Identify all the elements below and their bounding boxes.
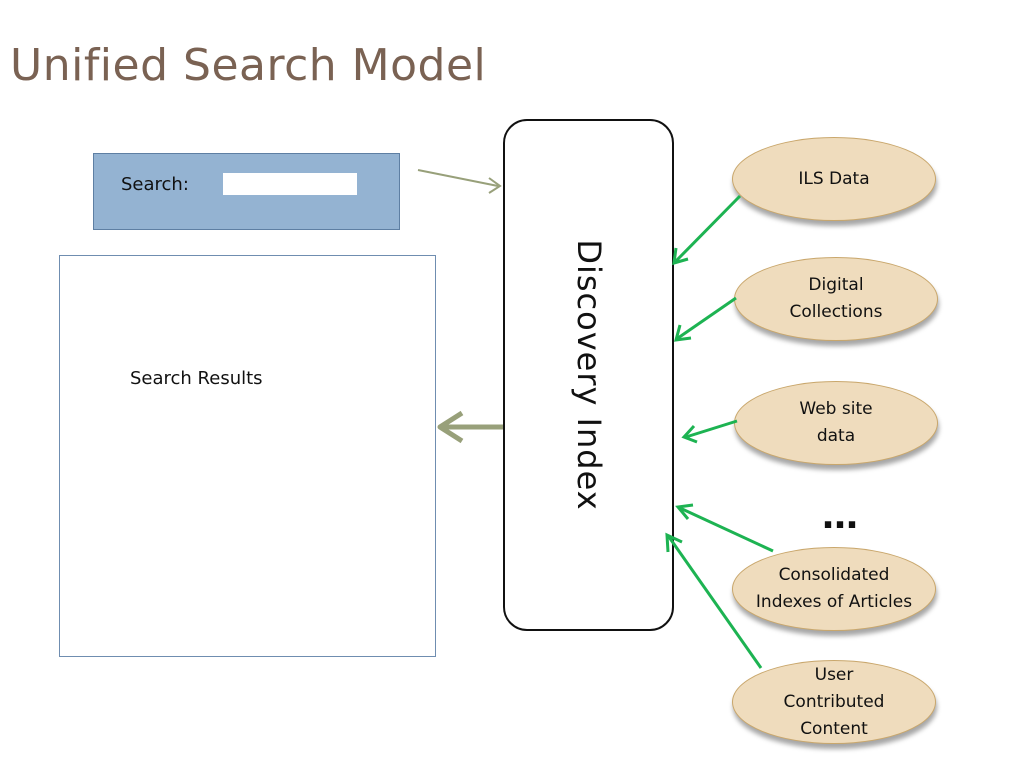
- ils-to-index-arrow: [672, 194, 742, 266]
- web-to-index-arrow: [681, 419, 738, 444]
- discovery-index-box: Discovery Index: [503, 119, 674, 631]
- source-web-site-data: Web site data: [734, 381, 938, 465]
- digital-to-index-arrow: [673, 296, 737, 342]
- source-label: User Contributed Content: [783, 664, 885, 739]
- search-label: Search:: [121, 174, 189, 195]
- search-input[interactable]: [223, 173, 357, 195]
- user-content-to-index-arrow: [665, 532, 763, 669]
- source-consolidated-indexes: Consolidated Indexes of Articles: [732, 547, 936, 631]
- search-results-label: Search Results: [130, 368, 263, 389]
- consolidated-to-index-arrow: [675, 503, 774, 553]
- source-label: Web site data: [799, 399, 873, 446]
- search-panel: Search:: [93, 153, 400, 230]
- source-user-contributed-content: User Contributed Content: [732, 660, 936, 744]
- more-sources-ellipsis: …: [822, 496, 861, 537]
- source-digital-collections: Digital Collections: [734, 257, 938, 341]
- search-results-panel: Search Results: [59, 255, 436, 657]
- slide-title: Unified Search Model: [10, 40, 487, 91]
- search-to-index-arrow: [417, 169, 502, 194]
- source-label: ILS Data: [798, 168, 870, 189]
- index-to-results-arrow: [437, 410, 503, 444]
- source-label: Digital Collections: [789, 275, 883, 322]
- source-ils-data: ILS Data: [732, 137, 936, 221]
- source-label: Consolidated Indexes of Articles: [755, 565, 913, 612]
